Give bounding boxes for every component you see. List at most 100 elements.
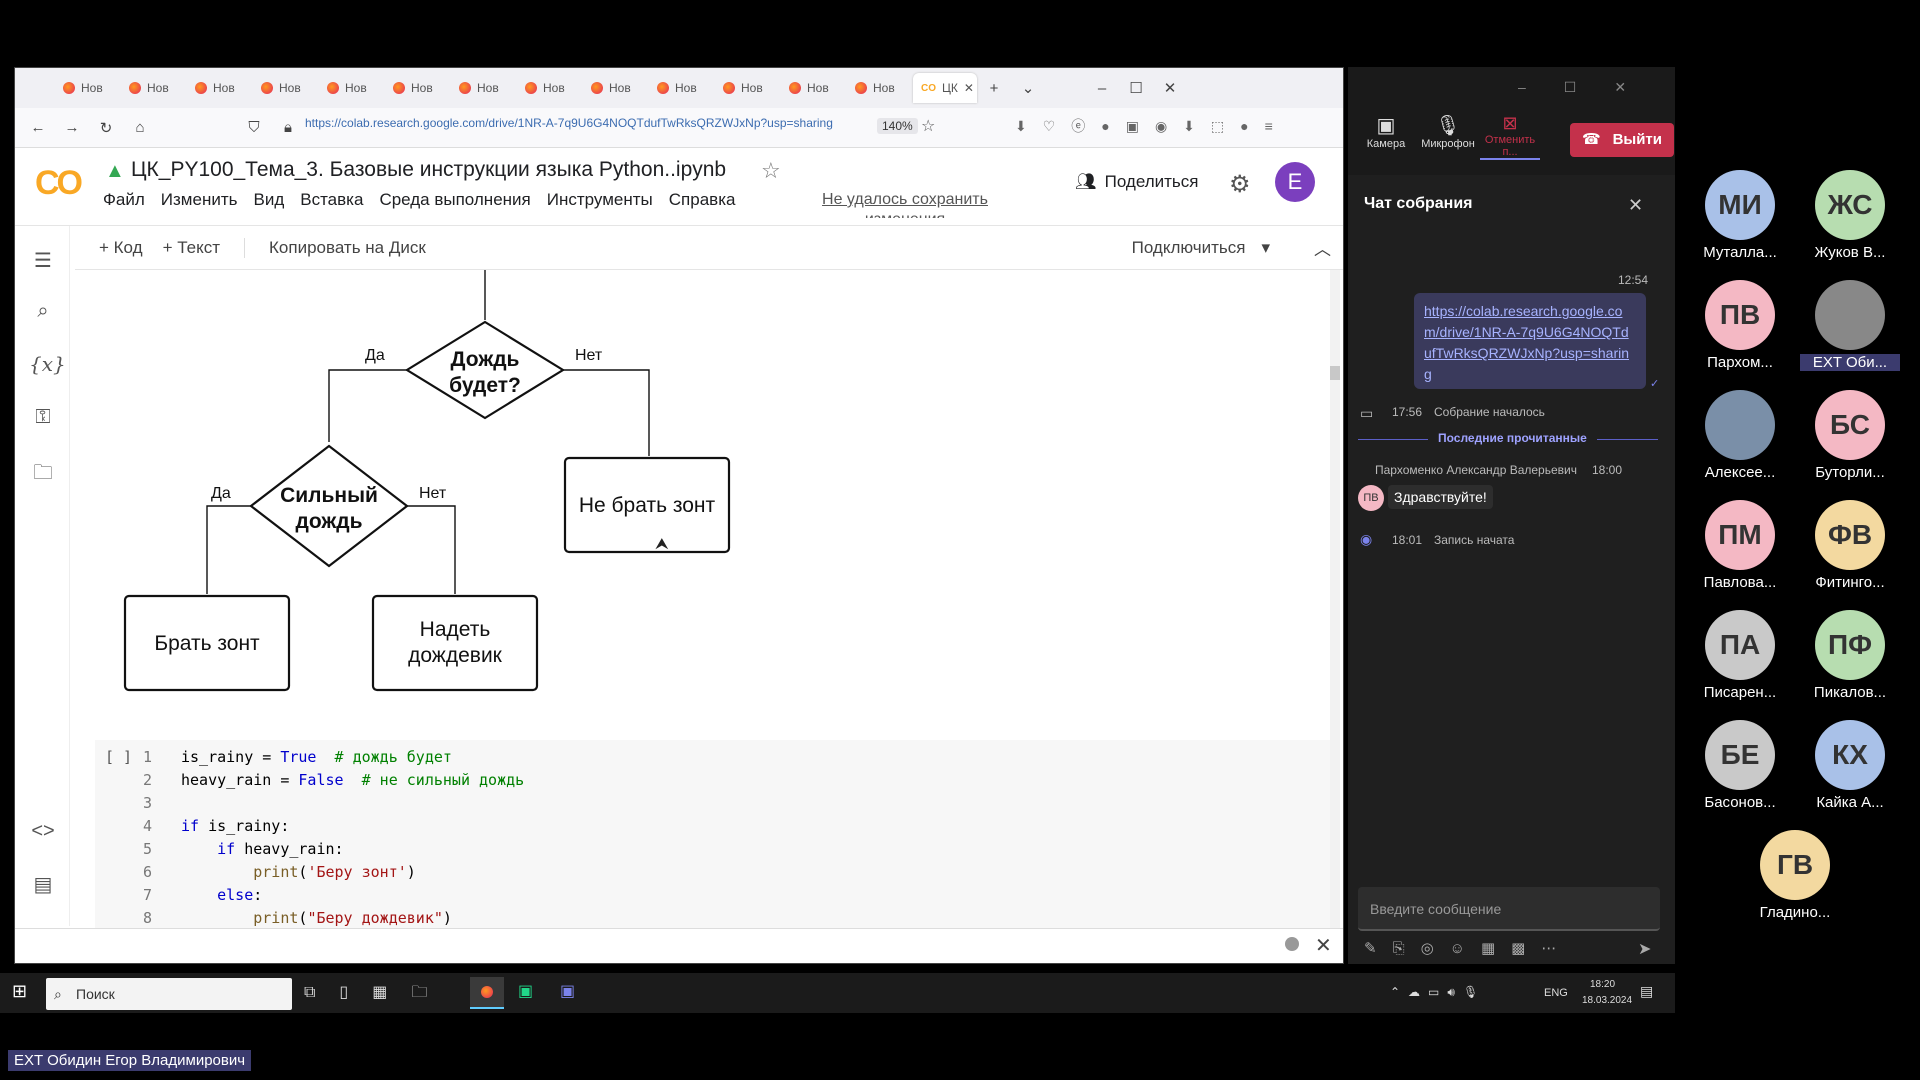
- add-code-button[interactable]: + Код: [99, 237, 143, 257]
- code-text[interactable]: else:: [217, 886, 263, 904]
- chat-input[interactable]: Введите сообщение: [1358, 887, 1660, 931]
- code-text[interactable]: is_rainy = True # дождь будет: [181, 748, 452, 766]
- run-cell-button[interactable]: [ ]: [105, 748, 133, 766]
- window-controls-icons[interactable]: –☐✕: [1518, 79, 1665, 95]
- tray-icons[interactable]: ⌃☁▭🔊︎🎙︎: [1390, 985, 1487, 999]
- home-icon[interactable]: ⌂: [135, 119, 145, 136]
- browser-tab[interactable]: Нов: [517, 73, 583, 103]
- microphone-button[interactable]: 🎙︎Микрофон: [1418, 113, 1478, 150]
- copy-to-drive-button[interactable]: Копировать на Диск: [244, 237, 426, 258]
- browser-tab[interactable]: Нов: [847, 73, 913, 103]
- browser-tab[interactable]: Нов: [649, 73, 715, 103]
- pinned-apps-icons[interactable]: ⧉▯▦🗀: [304, 984, 452, 1001]
- browser-tab[interactable]: Нов: [781, 73, 847, 103]
- terminal-icon[interactable]: ▤: [33, 874, 53, 896]
- menu-edit[interactable]: Изменить: [160, 190, 238, 209]
- leave-button[interactable]: ☎Выйти: [1570, 123, 1674, 157]
- menu-view[interactable]: Вид: [253, 190, 285, 209]
- search-icon[interactable]: ⌕: [37, 300, 49, 322]
- extension-icons[interactable]: ⬇♡ⓔ●▣◉⬇⬚●≡: [1015, 118, 1289, 134]
- notebook-title[interactable]: ЦК_PY100_Тема_3. Базовые инструкции язык…: [131, 158, 727, 181]
- code-text[interactable]: if heavy_rain:: [217, 840, 344, 858]
- maximize-icon[interactable]: ☐: [1129, 80, 1143, 97]
- stop-share-button[interactable]: ⊠Отменить п...: [1480, 113, 1540, 160]
- participant-tile[interactable]: Алексее...: [1690, 390, 1790, 490]
- colab-logo[interactable]: CO: [35, 164, 83, 202]
- code-text[interactable]: heavy_rain = False # не сильный дождь: [181, 771, 525, 789]
- browser-tab[interactable]: Нов: [715, 73, 781, 103]
- new-tab-icon[interactable]: +: [989, 79, 999, 97]
- close-chat-icon[interactable]: ✕: [1628, 195, 1644, 215]
- compose-tools-icons[interactable]: ✎⎘◎☺▦▩⋯: [1364, 940, 1573, 957]
- windows-start-icon[interactable]: ⊞: [12, 981, 28, 1001]
- share-button[interactable]: 👥︎Поделиться: [1075, 172, 1199, 191]
- clock-date[interactable]: 18.03.2024: [1582, 995, 1633, 1006]
- browser-tab[interactable]: Нов: [583, 73, 649, 103]
- folder-icon[interactable]: 🗀: [33, 462, 53, 484]
- code-text[interactable]: print('Беру зонт'): [253, 863, 416, 881]
- scrollbar[interactable]: [1330, 270, 1340, 930]
- browser-tab[interactable]: Нов: [121, 73, 187, 103]
- close-window-icon[interactable]: ✕: [1163, 80, 1177, 97]
- browser-tab[interactable]: Нов: [319, 73, 385, 103]
- variables-icon[interactable]: {x}: [29, 352, 66, 376]
- star-icon[interactable]: ☆: [921, 118, 936, 135]
- key-icon[interactable]: ⚿: [35, 406, 51, 428]
- toc-icon[interactable]: ☰: [34, 250, 52, 272]
- browser-tab[interactable]: Нов: [385, 73, 451, 103]
- browser-tab[interactable]: Нов: [187, 73, 253, 103]
- chat-message-link[interactable]: https://colab.research.google.com/drive/…: [1414, 293, 1646, 389]
- add-text-button[interactable]: + Текст: [162, 237, 221, 257]
- chevron-down-icon[interactable]: ▾: [1261, 237, 1270, 257]
- back-icon[interactable]: ←: [30, 119, 46, 136]
- user-avatar[interactable]: E: [1275, 162, 1315, 202]
- code-text[interactable]: if is_rainy:: [181, 817, 290, 835]
- browser-tab[interactable]: Нов: [451, 73, 517, 103]
- camera-button[interactable]: ▣Камера: [1356, 113, 1416, 150]
- close-icon[interactable]: ✕: [1315, 935, 1332, 957]
- reload-icon[interactable]: ↻: [99, 119, 113, 137]
- menu-runtime[interactable]: Среда выполнения: [379, 190, 531, 209]
- clock-time[interactable]: 18:20: [1590, 979, 1616, 990]
- browser-tab[interactable]: Нов: [55, 73, 121, 103]
- scrollbar-thumb[interactable]: [1330, 366, 1340, 380]
- language-indicator[interactable]: ENG: [1544, 987, 1568, 999]
- minimize-icon[interactable]: –: [1097, 79, 1107, 97]
- notifications-icon[interactable]: ▤: [1640, 983, 1654, 999]
- menu-tools[interactable]: Инструменты: [546, 190, 653, 209]
- forward-icon[interactable]: →: [64, 119, 80, 136]
- menu-help[interactable]: Справка: [668, 190, 736, 209]
- chevron-up-icon[interactable]: ︿: [1314, 240, 1331, 259]
- connect-button[interactable]: Подключиться: [1131, 237, 1246, 257]
- participant-tile[interactable]: EXT Оби...: [1800, 280, 1900, 380]
- taskbar-search[interactable]: ⌕Поиск: [46, 978, 292, 1010]
- menu-insert[interactable]: Вставка: [300, 190, 364, 209]
- send-icon[interactable]: ➤: [1638, 941, 1652, 958]
- chevron-down-icon[interactable]: ⌄: [1021, 80, 1035, 97]
- pycharm-icon[interactable]: ▣: [518, 983, 534, 1000]
- code-text[interactable]: print("Беру дождевик"): [253, 909, 452, 927]
- close-tab-icon[interactable]: ✕: [963, 81, 974, 95]
- gear-icon[interactable]: ⚙: [1229, 171, 1251, 198]
- menu-file[interactable]: Файл: [103, 190, 145, 209]
- browser-tab[interactable]: Нов: [253, 73, 319, 103]
- firefox-taskbar-button[interactable]: [470, 977, 504, 1009]
- zoom-level[interactable]: 140%: [877, 118, 918, 134]
- code-snippets-icon[interactable]: <>: [31, 820, 55, 842]
- save-warning-link[interactable]: Не удалось сохранить изменения: [822, 191, 988, 218]
- star-icon[interactable]: ☆: [761, 158, 781, 183]
- teams-icon[interactable]: ▣: [560, 983, 576, 1000]
